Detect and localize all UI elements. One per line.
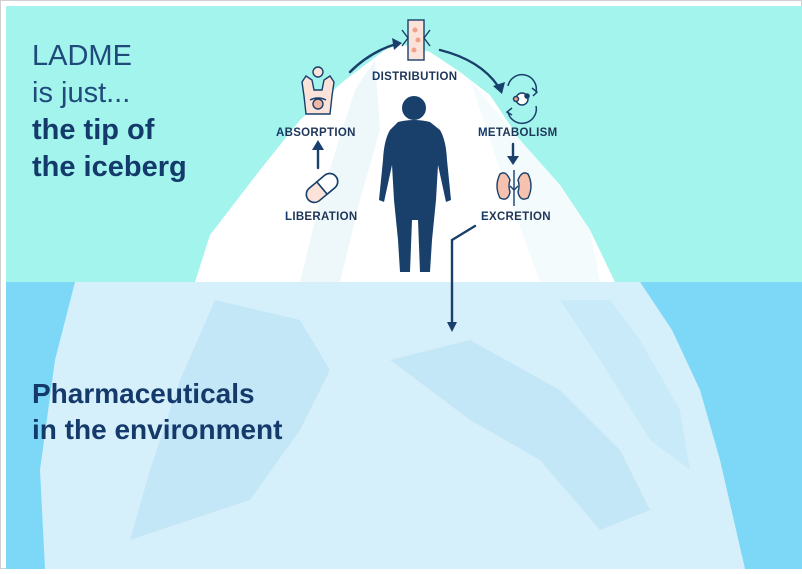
step-rest: ISTRIBUTION bbox=[380, 71, 458, 83]
step-label-distribution: DISTRIBUTION bbox=[372, 71, 457, 83]
pill-capsule-icon bbox=[305, 172, 339, 204]
step-label-liberation: LIBERATION bbox=[285, 211, 357, 223]
iceberg-underwater-shade-3 bbox=[560, 300, 690, 470]
arrowhead-abs-dist bbox=[392, 38, 402, 50]
kidneys-icon bbox=[496, 170, 532, 206]
heading-block: LADME is just... the tip of the iceberg bbox=[32, 38, 187, 186]
iceberg-tip-shade-right bbox=[470, 80, 600, 282]
arrowhead-met-exc bbox=[507, 156, 519, 165]
subheading-line-1: Pharmaceuticals bbox=[32, 378, 255, 409]
human-figure-icon bbox=[379, 96, 451, 272]
arrowhead-exc-env bbox=[447, 322, 457, 332]
iceberg-underwater-shade-1 bbox=[130, 300, 330, 540]
step-initial: D bbox=[372, 71, 381, 83]
arrow-exc-env bbox=[450, 224, 477, 327]
step-initial: M bbox=[478, 127, 488, 139]
molecule-cycle-icon bbox=[505, 74, 539, 124]
subheading-line-2: in the environment bbox=[32, 414, 283, 445]
iceberg-tip-shade bbox=[300, 60, 380, 282]
arrowhead-lib-abs bbox=[312, 140, 324, 150]
arrowhead-dist-met bbox=[493, 82, 505, 94]
step-label-absorption: ABSORPTION bbox=[276, 127, 356, 139]
step-initial: E bbox=[481, 211, 489, 223]
intestine-torso-icon bbox=[301, 66, 335, 115]
arrow-abs-dist bbox=[348, 42, 398, 74]
blood-vessel-icon bbox=[401, 19, 431, 61]
step-rest: BSORPTION bbox=[284, 127, 356, 139]
arrow-heads bbox=[312, 38, 519, 332]
heading-line-1: LADME bbox=[32, 40, 132, 72]
arrow-dist-met bbox=[438, 48, 500, 88]
heading-line-3: the tip of bbox=[32, 114, 155, 146]
step-label-metabolism: METABOLISM bbox=[478, 127, 557, 139]
subheading-block: Pharmaceuticals in the environment bbox=[32, 376, 282, 448]
flow-arrows bbox=[316, 42, 515, 327]
step-rest: ETABOLISM bbox=[487, 127, 558, 139]
step-initial: A bbox=[276, 127, 285, 139]
heading-line-4: the iceberg bbox=[32, 151, 187, 183]
step-rest: IBERATION bbox=[292, 211, 358, 223]
step-rest: XCRETION bbox=[488, 211, 551, 223]
iceberg-underwater-shade-2 bbox=[390, 340, 650, 530]
step-label-excretion: EXCRETION bbox=[481, 211, 551, 223]
heading-line-2: is just... bbox=[32, 77, 131, 109]
step-initial: L bbox=[285, 211, 293, 223]
